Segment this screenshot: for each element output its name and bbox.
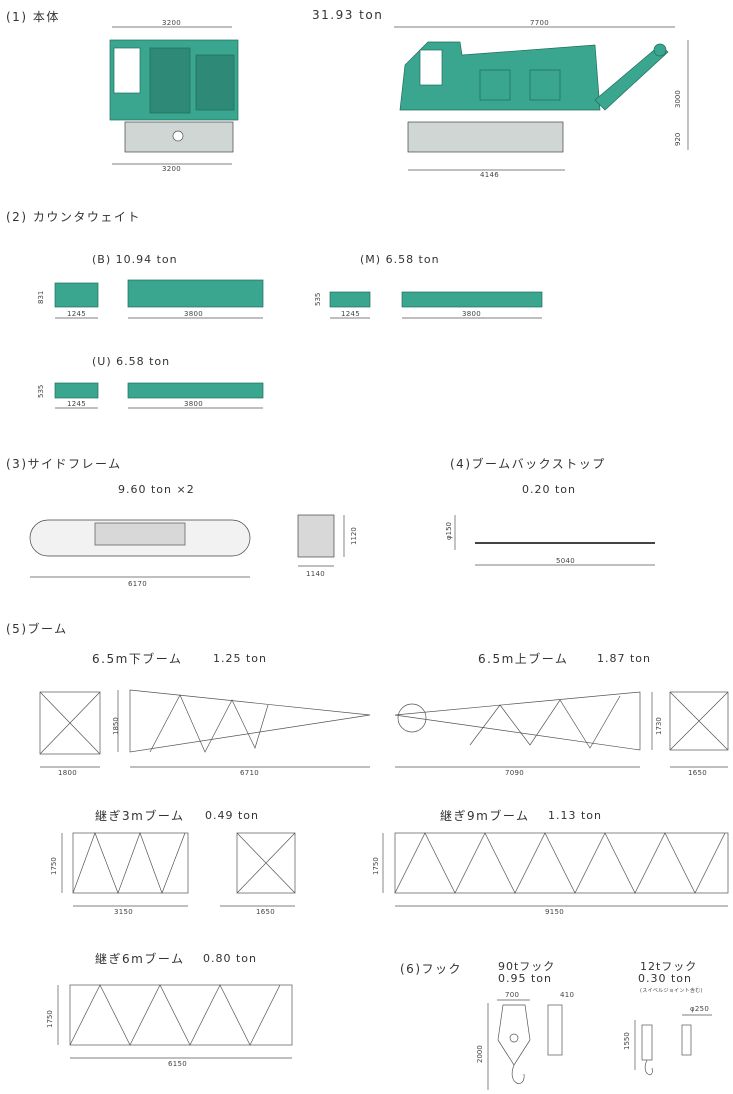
section-6-title: (6)フック — [400, 962, 462, 976]
dim-j3-length: 3150 — [114, 908, 134, 916]
dim-side-top: 7700 — [530, 19, 550, 27]
dim-hook90-width: 700 — [505, 991, 520, 999]
dim-lower-boom-length: 6710 — [240, 769, 260, 777]
dim-frame-height: 1120 — [350, 527, 358, 545]
joint-boom-3m-label: 継ぎ3mブーム — [95, 809, 185, 823]
section-4-title: (4)ブームバックストップ — [450, 457, 606, 471]
dim-j6-height: 1750 — [46, 1010, 54, 1028]
lower-boom-drawing — [39, 689, 371, 768]
lower-boom-weight: 1.25 ton — [213, 652, 268, 665]
section-2-title: (2) カウンタウェイト — [6, 210, 141, 224]
joint-boom-3m-drawing — [61, 831, 296, 907]
dim-cw-u-w2: 3800 — [184, 400, 204, 408]
hook-90t-weight: 0.95 ton — [498, 972, 553, 985]
dim-cw-m-height: 535 — [314, 292, 322, 306]
dim-side-clearance: 920 — [674, 132, 682, 146]
dim-front-bottom: 3200 — [162, 165, 182, 173]
hook-12t-label: 12tフック — [640, 960, 698, 973]
machine-front-view — [109, 26, 239, 165]
dim-upper-boom-length: 7090 — [505, 769, 525, 777]
upper-boom-weight: 1.87 ton — [597, 652, 652, 665]
dim-j9-length: 9150 — [545, 908, 565, 916]
hook-12t-note: (スイベルジョイント含む) — [640, 988, 703, 994]
hook-90t-drawing — [487, 999, 563, 1090]
dim-cw-m-w1: 1245 — [341, 310, 361, 318]
section-5-title: (5)ブーム — [6, 622, 68, 636]
dim-hook90-thickness: 410 — [560, 991, 575, 999]
section-1-weight: 31.93 ton — [312, 8, 384, 22]
backstop-drawing — [454, 515, 655, 566]
counterweight-u — [54, 382, 264, 409]
dim-hook90-height: 2000 — [476, 1045, 484, 1063]
dim-side-height: 3000 — [674, 90, 682, 108]
counterweight-b — [54, 279, 264, 319]
dim-cw-b-height: 831 — [37, 290, 45, 304]
joint-boom-6m-drawing — [57, 984, 293, 1059]
dim-upper-boom-width: 1650 — [688, 769, 708, 777]
counterweight-m — [329, 291, 543, 319]
dim-lower-boom-width: 1800 — [58, 769, 78, 777]
dim-cw-b-w1: 1245 — [67, 310, 87, 318]
joint-boom-9m-drawing — [382, 832, 729, 907]
dim-cw-u-height: 535 — [37, 384, 45, 398]
section-1-title: (1) 本体 — [6, 10, 60, 24]
upper-boom-drawing — [394, 691, 729, 768]
counterweight-u-label: (U) 6.58 ton — [92, 355, 171, 368]
hook-90t-label: 90tフック — [498, 960, 556, 973]
joint-boom-6m-weight: 0.80 ton — [203, 952, 258, 965]
dim-cw-m-w2: 3800 — [462, 310, 482, 318]
dim-j3-width: 1650 — [256, 908, 276, 916]
dim-j9-height: 1750 — [372, 857, 380, 875]
joint-boom-3m-weight: 0.49 ton — [205, 809, 260, 822]
dim-hook12-dia: φ250 — [690, 1005, 710, 1013]
dim-frame-length: 6170 — [128, 580, 148, 588]
dim-backstop-length: 5040 — [556, 557, 576, 565]
dim-cw-b-w2: 3800 — [184, 310, 204, 318]
hook-12t-weight: 0.30 ton — [638, 972, 693, 985]
dim-front-top: 3200 — [162, 19, 182, 27]
counterweight-m-label: (M) 6.58 ton — [360, 253, 440, 266]
joint-boom-6m-label: 継ぎ6mブーム — [95, 952, 185, 966]
section-3-weight: 9.60 ton ×2 — [118, 483, 195, 496]
section-4-weight: 0.20 ton — [522, 483, 577, 496]
dim-j3-height: 1750 — [50, 857, 58, 875]
joint-boom-9m-label: 継ぎ9mブーム — [440, 809, 530, 823]
dim-side-bottom: 4146 — [480, 171, 500, 179]
hook-12t-drawing — [634, 1014, 712, 1076]
machine-side-view — [394, 26, 689, 171]
dim-j6-length: 6150 — [168, 1060, 188, 1068]
dim-lower-boom-height: 1850 — [112, 717, 120, 735]
side-frame-drawing — [29, 514, 345, 578]
dim-upper-boom-height: 1730 — [655, 717, 663, 735]
dim-hook12-height: 1550 — [623, 1032, 631, 1050]
dim-frame-width: 1140 — [306, 570, 326, 578]
counterweight-b-label: (B) 10.94 ton — [92, 253, 178, 266]
upper-boom-label: 6.5m上ブーム — [478, 652, 569, 666]
section-3-title: (3)サイドフレーム — [6, 457, 122, 471]
dim-cw-u-w1: 1245 — [67, 400, 87, 408]
dim-backstop-dia: φ150 — [445, 522, 453, 540]
joint-boom-9m-weight: 1.13 ton — [548, 809, 603, 822]
lower-boom-label: 6.5m下ブーム — [92, 652, 183, 666]
